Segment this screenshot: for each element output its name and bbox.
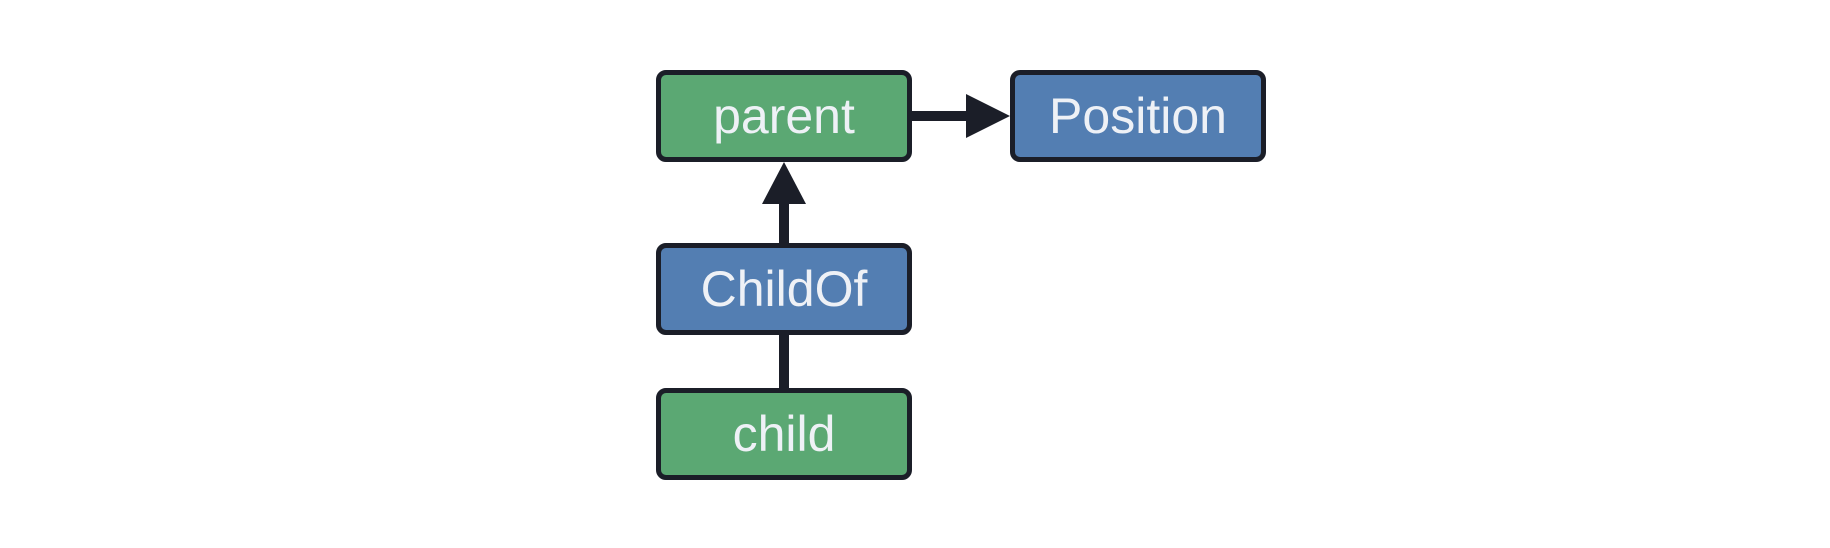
node-childof-label: ChildOf	[700, 261, 868, 317]
edge-parent-to-position-shaft	[911, 111, 973, 121]
node-parent-label: parent	[713, 88, 855, 144]
node-childof: ChildOf	[656, 243, 912, 335]
arrowhead-up-icon	[762, 162, 806, 204]
node-child-label: child	[732, 406, 836, 462]
edge-child-to-childof-line	[779, 335, 789, 388]
arrowhead-right-icon	[966, 94, 1010, 138]
node-position: Position	[1010, 70, 1266, 162]
edge-childof-to-parent-shaft	[779, 198, 789, 243]
node-child: child	[656, 388, 912, 480]
node-parent: parent	[656, 70, 912, 162]
node-position-label: Position	[1049, 88, 1227, 144]
